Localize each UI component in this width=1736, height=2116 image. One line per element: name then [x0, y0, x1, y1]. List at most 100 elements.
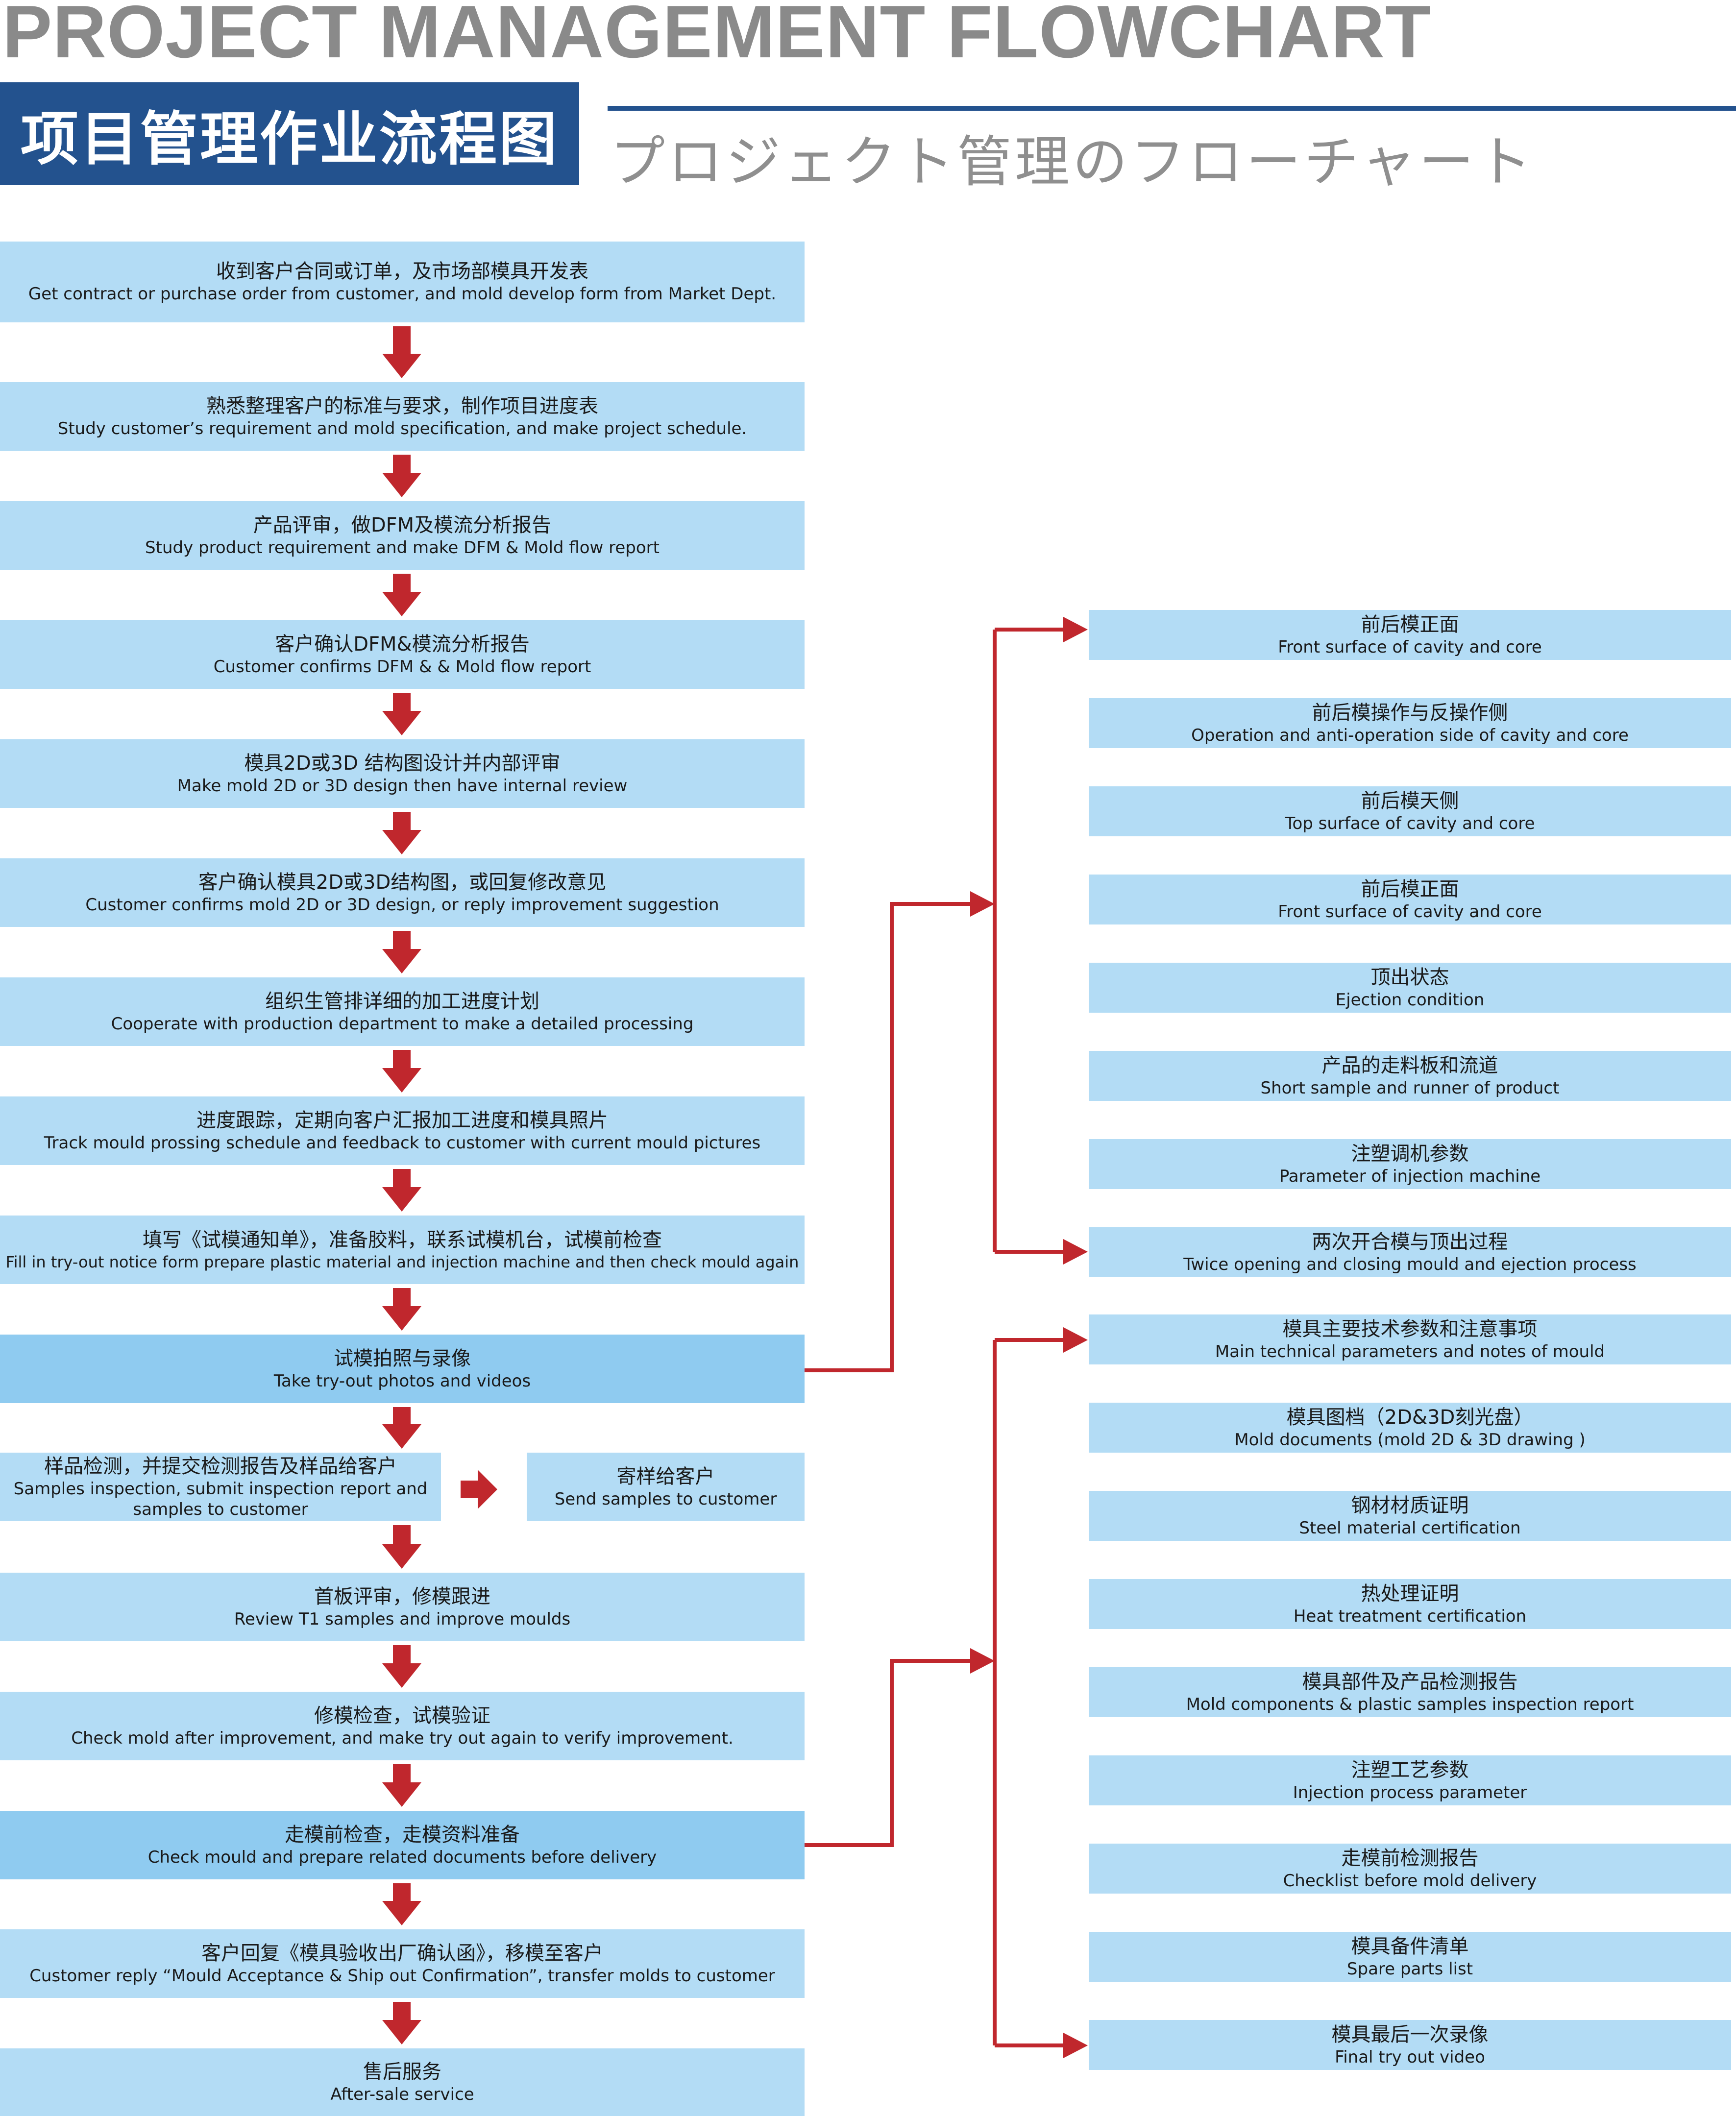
- item-title-en: Ejection condition: [1335, 990, 1485, 1010]
- item-title-cn: 钢材材质证明: [1351, 1494, 1469, 1517]
- item-title-en: Heat treatment certification: [1293, 1606, 1527, 1626]
- step-title-en: Samples inspection, submit inspection re…: [13, 1479, 428, 1520]
- photo-branch-arrowhead: [970, 891, 995, 917]
- step-title-cn: 首板评审，修模跟进: [314, 1585, 490, 1608]
- step-title-en: Customer confirms mold 2D or 3D design, …: [85, 895, 719, 915]
- down-arrow-1: [382, 326, 421, 378]
- step-title-cn: 熟悉整理客户的标准与要求，制作项目进度表: [206, 394, 598, 417]
- step-title-cn: 走模前检查，走模资料准备: [285, 1823, 520, 1846]
- item-title-cn: 模具图档（2D&3D刻光盘）: [1286, 1406, 1534, 1429]
- box-title-cn: 寄样给客户: [616, 1465, 715, 1488]
- down-arrow-15: [382, 2002, 421, 2044]
- step-title-cn: 填写《试模通知单》，准备胶料，联系试模机台，试模前检查: [143, 1229, 662, 1251]
- title-chinese: 项目管理作业流程图: [20, 105, 559, 173]
- down-arrow-12: [382, 1645, 421, 1688]
- step-title-en: Check mould and prepare related document…: [147, 1847, 657, 1867]
- title-chinese-banner: 项目管理作业流程图: [0, 82, 579, 185]
- step-title-en: Review T1 samples and improve moulds: [234, 1609, 571, 1629]
- step-title-en: Fill in try-out notice form prepare plas…: [5, 1253, 799, 1271]
- step-title-cn: 模具2D或3D 结构图设计并内部评审: [244, 752, 561, 775]
- step-title-cn: 客户确认模具2D或3D结构图，或回复修改意见: [198, 871, 607, 894]
- box-title-en: Send samples to customer: [554, 1489, 777, 1509]
- down-arrow-13: [382, 1764, 421, 1807]
- item-title-cn: 前后模正面: [1361, 613, 1459, 636]
- item-title-cn: 走模前检测报告: [1341, 1847, 1479, 1870]
- item-title-en: Mold documents (mold 2D & 3D drawing ): [1234, 1430, 1586, 1450]
- item-title-cn: 前后模天侧: [1361, 789, 1459, 812]
- step-title-en: Get contract or purchase order from cust…: [28, 284, 777, 304]
- step-title-en: Take try-out photos and videos: [273, 1371, 531, 1391]
- item-title-cn: 顶出状态: [1370, 966, 1449, 989]
- step-title-en: Study customer’s requirement and mold sp…: [57, 418, 747, 438]
- down-arrow-2: [382, 455, 421, 497]
- item-title-cn: 两次开合模与顶出过程: [1312, 1230, 1508, 1253]
- step-title-cn: 客户确认DFM&模流分析报告: [275, 632, 530, 656]
- photo-bracket-bottom-arrowhead: [1063, 1239, 1088, 1265]
- item-title-cn: 模具最后一次录像: [1331, 2023, 1489, 2046]
- doc-branch-arrowhead: [970, 1648, 995, 1674]
- item-title-en: Top surface of cavity and core: [1285, 813, 1535, 833]
- item-title-cn: 注塑调机参数: [1351, 1142, 1469, 1165]
- title-english: PROJECT MANAGEMENT FLOWCHART: [2, 0, 1431, 73]
- step-title-en: After-sale service: [330, 2084, 474, 2104]
- item-title-en: Final try out video: [1335, 2047, 1485, 2067]
- down-arrow-5: [382, 812, 421, 854]
- down-arrow-11: [382, 1525, 421, 1569]
- step-title-cn: 样品检测，并提交检测报告及样品给客户: [44, 1455, 397, 1478]
- down-arrow-3: [382, 574, 421, 616]
- item-title-en: Mold components & plastic samples inspec…: [1186, 1694, 1634, 1714]
- item-title-en: Front surface of cavity and core: [1278, 901, 1542, 922]
- right-arrow-send-samples: [461, 1470, 497, 1509]
- doc-branch-line: [805, 1659, 970, 1847]
- item-title-cn: 模具部件及产品检测报告: [1302, 1670, 1518, 1693]
- step-title-en: Study product requirement and make DFM &…: [145, 537, 660, 558]
- item-title-cn: 前后模正面: [1361, 877, 1459, 900]
- title-japanese: プロジェクト管理のフローチャート: [610, 130, 1535, 194]
- down-arrow-4: [382, 693, 421, 735]
- down-arrow-6: [382, 931, 421, 973]
- step-title-en: Make mold 2D or 3D design then have inte…: [177, 776, 628, 796]
- down-arrow-14: [382, 1883, 421, 1925]
- item-title-en: Main technical parameters and notes of m…: [1215, 1341, 1605, 1362]
- step-title-cn: 进度跟踪，定期向客户汇报加工进度和模具照片: [196, 1109, 608, 1132]
- step-title-en: Track mould prossing schedule and feedba…: [44, 1133, 761, 1153]
- flow-step-9: 填写《试模通知单》，准备胶料，联系试模机台，试模前检查 Fill in try-o…: [0, 1216, 805, 1284]
- step-title-en: Check mold after improvement, and make t…: [71, 1728, 734, 1748]
- item-title-en: Injection process parameter: [1293, 1782, 1527, 1802]
- item-title-cn: 注塑工艺参数: [1351, 1758, 1469, 1781]
- item-title-en: Steel material certification: [1299, 1518, 1521, 1538]
- item-title-en: Short sample and runner of product: [1260, 1078, 1560, 1098]
- photo-branch-line: [805, 902, 970, 1372]
- step-title-cn: 售后服务: [363, 2060, 441, 2083]
- down-arrow-8: [382, 1169, 421, 1212]
- item-title-en: Spare parts list: [1346, 1959, 1473, 1979]
- step-title-cn: 收到客户合同或订单，及市场部模具开发表: [216, 260, 588, 283]
- document-item-2: 模具图档（2D&3D刻光盘）Mold documents (mold 2D & …: [1089, 1403, 1731, 1453]
